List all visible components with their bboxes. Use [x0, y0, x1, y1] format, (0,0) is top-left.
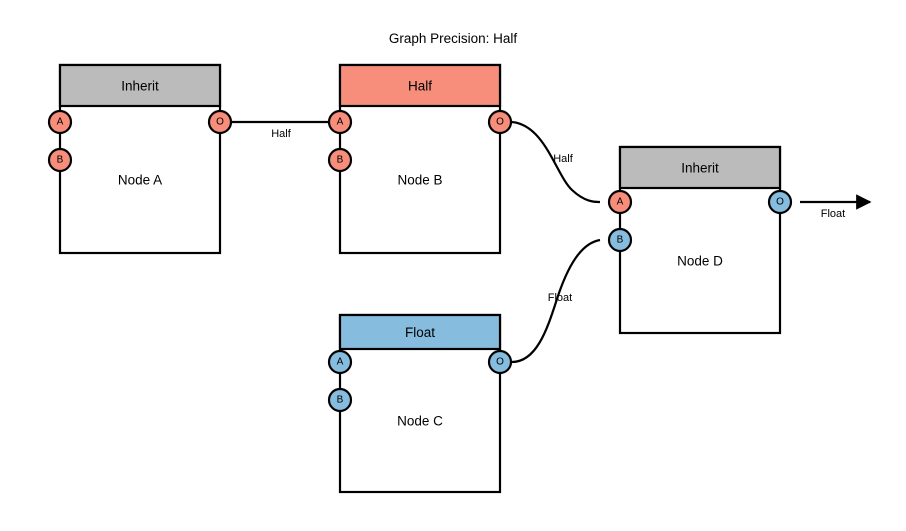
edge-line[interactable]	[511, 238, 601, 364]
output-port-o[interactable]: O	[487, 109, 513, 135]
node-header-label: Float	[405, 325, 435, 340]
node-title: Node A	[118, 173, 162, 188]
input-port-b[interactable]: B	[327, 147, 353, 173]
edge-edge-b-to-d-a[interactable]: Half	[511, 120, 601, 204]
edge-label: Half	[553, 153, 574, 165]
output-port-o[interactable]: O	[207, 109, 233, 135]
port-circle[interactable]	[767, 189, 793, 215]
port-circle[interactable]	[327, 109, 353, 135]
port-label: A	[57, 117, 64, 128]
node-title: Node C	[397, 414, 443, 429]
input-port-b[interactable]: B	[327, 387, 353, 413]
port-circle[interactable]	[487, 349, 513, 375]
input-port-a[interactable]: A	[607, 189, 633, 215]
port-circle[interactable]	[327, 147, 353, 173]
port-circle[interactable]	[47, 109, 73, 135]
port-label: O	[776, 197, 784, 208]
node-header-label: Half	[408, 79, 432, 94]
edge-edge-d-output[interactable]: Float	[800, 194, 872, 220]
node-title: Node D	[677, 254, 723, 269]
port-circle[interactable]	[207, 109, 233, 135]
edge-edge-c-to-d-b[interactable]: Float	[511, 238, 601, 364]
node-header[interactable]	[58, 63, 222, 108]
page-title: Graph Precision: Half	[389, 31, 518, 46]
node-header[interactable]	[338, 313, 502, 351]
port-label: A	[337, 117, 344, 128]
node-title: Node B	[397, 173, 442, 188]
port-circle[interactable]	[327, 349, 353, 375]
port-label: B	[337, 155, 344, 166]
port-label: B	[337, 395, 344, 406]
port-label: B	[57, 155, 64, 166]
node-header-label: Inherit	[681, 161, 719, 176]
edge-edge-a-to-b[interactable]: Half	[232, 120, 328, 140]
input-port-b[interactable]: B	[607, 227, 633, 253]
port-label: A	[337, 357, 344, 368]
node-header[interactable]	[338, 63, 502, 108]
port-label: O	[496, 357, 504, 368]
port-label: A	[617, 197, 624, 208]
port-circle[interactable]	[487, 109, 513, 135]
edge-label: Float	[821, 208, 845, 220]
port-circle[interactable]	[607, 227, 633, 253]
input-port-a[interactable]: A	[47, 109, 73, 135]
port-label: B	[617, 235, 624, 246]
port-label: O	[216, 117, 224, 128]
edge-label: Float	[548, 292, 572, 304]
edge-label: Half	[271, 128, 292, 140]
port-label: O	[496, 117, 504, 128]
port-circle[interactable]	[47, 147, 73, 173]
node-header-label: Inherit	[121, 79, 159, 94]
output-port-o[interactable]: O	[767, 189, 793, 215]
input-port-b[interactable]: B	[47, 147, 73, 173]
output-port-o[interactable]: O	[487, 349, 513, 375]
node-header[interactable]	[618, 145, 782, 190]
input-port-a[interactable]: A	[327, 349, 353, 375]
port-circle[interactable]	[607, 189, 633, 215]
input-port-a[interactable]: A	[327, 109, 353, 135]
edge-line[interactable]	[511, 120, 601, 204]
port-circle[interactable]	[327, 387, 353, 413]
